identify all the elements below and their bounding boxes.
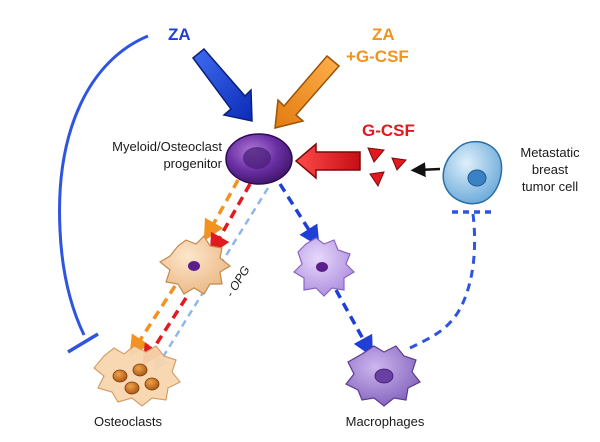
- gcsf-molecule-icon: [367, 147, 385, 163]
- orange-differentiation-arrow: [203, 179, 240, 242]
- opg-dashed-arrow: [154, 187, 270, 372]
- osteoclasts-label: Osteoclasts: [94, 414, 162, 429]
- macrophage-differentiation-arrow: [278, 183, 320, 247]
- osteoclast-nucleus-icon: [124, 381, 140, 395]
- precursor-nucleus-icon: [188, 261, 200, 271]
- tumor-secretion-arrow: [410, 162, 441, 178]
- progenitor-label-line1: Myeloid/Osteoclast: [112, 139, 222, 154]
- gcsf-label: G-CSF: [362, 121, 415, 140]
- tumor-label-line1: Metastatic: [520, 145, 580, 160]
- za-gcsf-arrow: [274, 54, 341, 129]
- za-inhibition-bar: [67, 332, 99, 354]
- opg-label: - OPG: [223, 263, 253, 299]
- za-inhibition-line: [58, 34, 149, 336]
- za-arrow: [191, 47, 253, 122]
- macrophage-nucleus-icon: [374, 368, 394, 384]
- za-label: ZA: [168, 25, 191, 44]
- progenitor-label-line2: progenitor: [163, 156, 222, 171]
- tumor-inhibition-line: [409, 213, 477, 350]
- osteoclast-nucleus-icon: [144, 377, 160, 391]
- macrophages-label: Macrophages: [346, 414, 425, 429]
- gcsf-molecule-icon: [369, 171, 385, 188]
- osteoclast-nucleus-icon: [112, 369, 128, 383]
- macrophage-precursor-nucleus-icon: [316, 262, 328, 272]
- gcsf-arrow: [294, 142, 361, 180]
- orange-osteoclast-arrow: [129, 285, 177, 357]
- progenitor-nucleus-icon: [243, 147, 271, 169]
- za-gcsf-label-line1: ZA: [372, 25, 395, 44]
- red-osteoclast-arrow: [142, 297, 188, 366]
- za-gcsf-label-line2: +G-CSF: [346, 47, 409, 66]
- tumor-label-line3: tumor cell: [522, 179, 578, 194]
- osteoclasts-icon: [93, 345, 181, 407]
- macrophage-maturation-arrow: [334, 289, 374, 358]
- gcsf-molecule-icon: [391, 157, 407, 171]
- tumor-label-line2: breast: [532, 162, 569, 177]
- red-differentiation-arrow: [209, 183, 252, 256]
- tumor-nucleus-icon: [467, 169, 487, 187]
- osteoclast-nucleus-icon: [132, 363, 148, 377]
